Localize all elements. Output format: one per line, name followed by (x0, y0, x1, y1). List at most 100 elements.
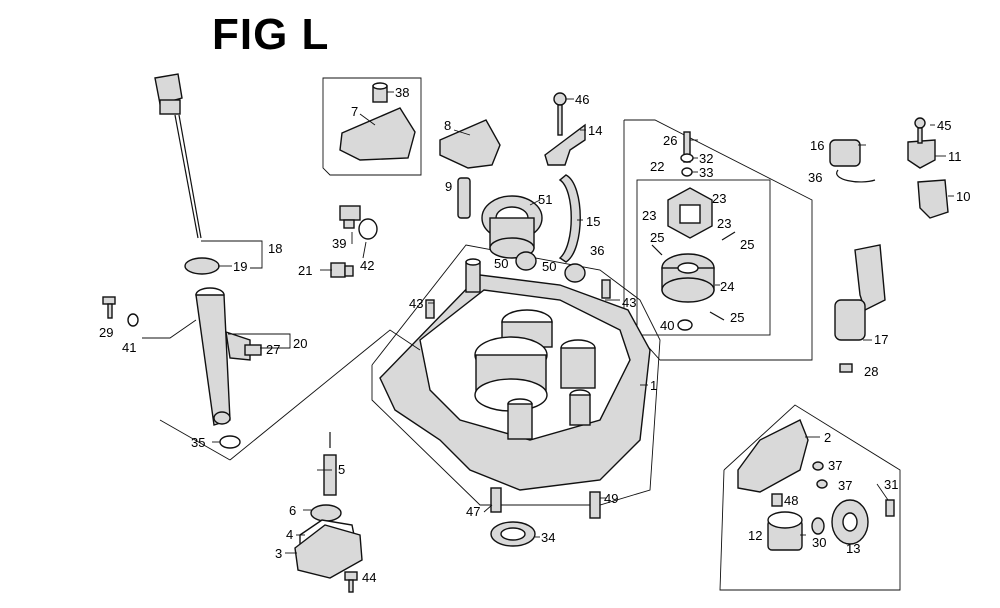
leader-lines (142, 91, 954, 554)
callout-37b: 37 (838, 478, 852, 493)
group-box-24 (636, 179, 771, 336)
pin-25b (721, 231, 736, 241)
callout-32: 32 (699, 151, 713, 166)
callout-44: 44 (362, 570, 376, 585)
oil-seal-34 (490, 521, 536, 547)
figure-title: FIG L (212, 10, 330, 59)
callout-43a: 43 (409, 296, 423, 311)
callout-30: 30 (812, 535, 826, 550)
callout-10: 10 (956, 189, 970, 204)
pin-25c (709, 311, 725, 321)
gasket-42 (358, 218, 378, 240)
callout-38: 38 (395, 85, 409, 100)
washer-37b (816, 479, 828, 489)
callout-36b: 36 (808, 170, 822, 185)
callout-48: 48 (784, 493, 798, 508)
bolt-27 (244, 344, 262, 356)
washer-37a (812, 461, 824, 471)
callout-40: 40 (660, 318, 674, 333)
callout-25b: 25 (740, 237, 754, 252)
bolt-48 (771, 493, 783, 507)
callout-51: 51 (538, 192, 552, 207)
cover-2 (737, 419, 809, 493)
callout-25a: 25 (650, 230, 664, 245)
callout-49: 49 (604, 491, 618, 506)
bracket-11 (907, 139, 936, 169)
clip-9 (457, 177, 471, 219)
dipstick (154, 73, 202, 239)
callout-34: 34 (541, 530, 555, 545)
callout-16: 16 (810, 138, 824, 153)
callout-36a: 36 (590, 243, 604, 258)
filter-nipple-30 (811, 517, 825, 535)
bolt-44 (344, 571, 358, 593)
dowel-43a (425, 299, 435, 319)
callout-27: 27 (266, 342, 280, 357)
callout-26: 26 (663, 133, 677, 148)
callout-23b: 23 (642, 208, 656, 223)
callout-2: 2 (824, 430, 831, 445)
callout-37a: 37 (828, 458, 842, 473)
callout-7: 7 (351, 104, 358, 119)
callout-5: 5 (338, 462, 345, 477)
crankcase-body (379, 258, 651, 491)
callout-19: 19 (233, 259, 247, 274)
group-box-2 (719, 404, 901, 591)
callout-47: 47 (466, 504, 480, 519)
washer-33 (681, 167, 693, 177)
pump-13 (831, 499, 869, 545)
callout-20: 20 (293, 336, 307, 351)
bolt-21 (330, 262, 354, 278)
bolt-45 (914, 117, 926, 144)
clip-15 (558, 174, 581, 263)
bolt-28 (839, 363, 853, 373)
plate-7 (339, 107, 416, 161)
callout-42: 42 (360, 258, 374, 273)
bearing-51 (481, 195, 543, 259)
washer-32 (680, 153, 694, 163)
governor-arm-17 (834, 244, 886, 341)
callout-9: 9 (445, 179, 452, 194)
governor-holder-23 (667, 187, 713, 239)
callout-13: 13 (846, 541, 860, 556)
callout-1: 1 (650, 378, 657, 393)
callout-21: 21 (298, 263, 312, 278)
callout-28: 28 (864, 364, 878, 379)
bolt-29 (102, 296, 116, 319)
bolt-31 (885, 499, 895, 517)
group-box-7 (322, 77, 422, 176)
oil-seal-19 (184, 257, 220, 275)
callout-33: 33 (699, 165, 713, 180)
callout-12: 12 (748, 528, 762, 543)
callout-3: 3 (275, 546, 282, 561)
callout-31: 31 (884, 477, 898, 492)
o-ring-35 (219, 435, 241, 449)
switch-16 (829, 139, 876, 183)
callout-29: 29 (99, 325, 113, 340)
plug-39 (339, 205, 361, 229)
oil-filler-tube (195, 287, 251, 426)
callout-22: 22 (650, 159, 664, 174)
washer-40 (677, 319, 693, 331)
callout-15: 15 (586, 214, 600, 229)
callout-41: 41 (122, 340, 136, 355)
pin-25a (651, 244, 663, 256)
bearing-50b (564, 263, 586, 283)
dowel-43b (601, 279, 611, 299)
callout-43b: 43 (622, 295, 636, 310)
bolt-46a (553, 92, 567, 136)
washer-41 (127, 313, 139, 327)
bushing-38 (372, 82, 388, 103)
callout-14: 14 (588, 123, 602, 138)
callout-18: 18 (268, 241, 282, 256)
plate-8 (439, 119, 501, 169)
bolt-5 (323, 432, 337, 496)
callout-labels: 38 7 8 46 14 26 32 33 22 23 23 23 25 25 … (99, 85, 970, 585)
callout-46a: 46 (575, 92, 589, 107)
callout-17: 17 (874, 332, 888, 347)
governor-gear-24 (661, 253, 715, 303)
plate-3 (294, 524, 363, 579)
callout-45: 45 (937, 118, 951, 133)
